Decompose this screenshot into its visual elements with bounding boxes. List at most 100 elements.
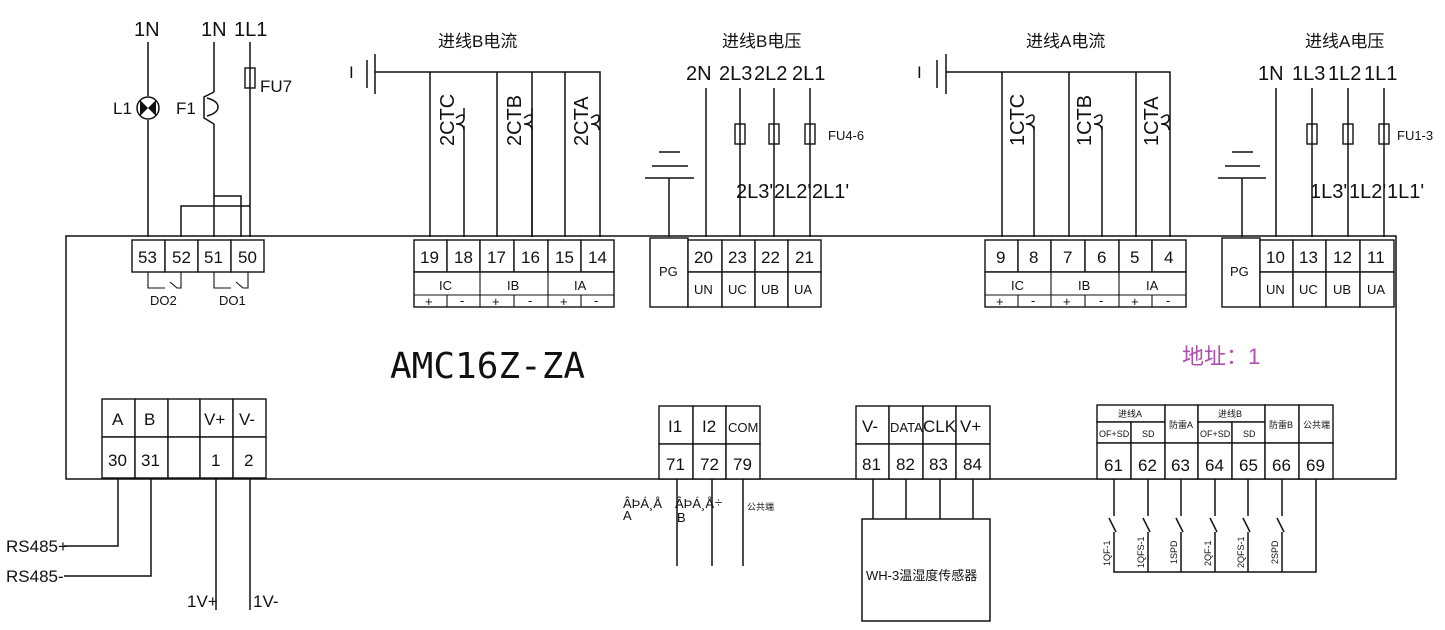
terminal-64: 64 [1205,456,1224,475]
ct-2ctc-label: 2CTC [437,94,459,146]
polarity-label: - [1099,293,1103,308]
bus-clk-label: CLK [923,417,957,436]
terminal-11: 11 [1367,248,1385,267]
terminal-7: 7 [1063,248,1072,267]
polarity-label: + [1131,294,1139,309]
comm-section: A B V+ V- 30 31 1 2 RS485+ RS485- 1V+ 1V… [6,398,279,611]
input-1n-label: 1N [1258,63,1284,85]
signal-ub-label: UB [761,282,779,297]
f1-label: F1 [176,99,196,118]
pg-b-label: PG [659,264,678,279]
model-label: AMC16Z-ZA [390,346,585,387]
terminal-19: 19 [420,248,439,267]
terminal-61: 61 [1104,456,1123,475]
pg-a-label: PG [1230,264,1249,279]
a-voltage-terminal-block: PG 10 13 12 11 UN UC UB UA [1221,237,1395,308]
lamp-l1-label: L1 [113,99,132,118]
signal-ua-label: UA [1367,282,1385,297]
polarity-label: + [560,294,568,309]
input-2l2-label: 2L2 [754,63,787,85]
terminal-51: 51 [204,248,223,267]
bus-data-label: DATA [890,420,923,435]
comm-b-label: B [144,410,155,429]
polarity-label: + [492,294,500,309]
f1-breaker-icon [203,91,215,125]
phase-ib-label: IB [507,278,519,293]
incoming-b-voltage-section: 进线B电压 2N 2L3 2L2 2L1 FU4-6 2L3' 2L2' 2L1… [645,32,864,308]
ct-2ctb-icon [523,108,533,131]
after-fuse-1l3-label: 1L3' [1310,181,1347,203]
terminal-14: 14 [588,248,607,267]
b-current-terminal-block: 19 18 17 16 15 14 IC IB IA + - + - + - [413,239,615,309]
polarity-label: - [1166,293,1170,308]
polarity-label: - [594,293,598,308]
signal-ua-label: UA [794,282,812,297]
group-incoming-b-label: 进线B [1218,408,1242,419]
after-fuse-2l1-label: 2L1' [812,181,849,203]
polarity-label: - [460,293,464,308]
sub-sd-b-label: SD [1243,429,1256,439]
do2-label: DO2 [150,293,177,308]
incoming-a-current-title: 进线A电流 [1026,32,1105,51]
b-voltage-terminal-block: PG 20 23 22 21 UN UC UB UA [649,237,822,308]
signal-un-label: UN [694,282,713,297]
input-1l2-label: 1L2 [1328,63,1361,85]
terminal-22: 22 [761,248,780,267]
signal-ub-label: UB [1333,282,1351,297]
terminal-17: 17 [487,248,506,267]
fu4-6-label: FU4-6 [828,128,864,143]
terminal-12: 12 [1333,248,1352,267]
terminal-15: 15 [555,248,574,267]
1v-minus-label: 1V- [253,592,279,611]
ct-1ctc-icon [1025,114,1035,131]
terminal-10: 10 [1266,248,1285,267]
fu7-label: FU7 [260,77,292,96]
do1-label: DO1 [219,293,246,308]
signal-uc-label: UC [728,282,747,297]
bus-vminus-label: V- [862,417,878,436]
b-current-ground-label: I [349,63,354,82]
terminal-8: 8 [1029,248,1038,267]
do-terminal-block: 53 52 51 50 DO2 DO1 [131,239,265,308]
input-2l1-label: 2L1 [792,63,825,85]
terminal-81: 81 [862,455,881,474]
fu1-3-label: FU1-3 [1397,128,1433,143]
terminal-69: 69 [1306,456,1325,475]
sub-of-sd-a-label: OF+SD [1099,429,1130,439]
polarity-label: - [528,293,532,308]
terminal-23: 23 [728,248,747,267]
terminal-65: 65 [1239,456,1258,475]
terminal-21: 21 [795,248,814,267]
terminal-71: 71 [666,455,685,474]
fu7-line-label: 1L1 [234,19,267,41]
terminal-84: 84 [963,455,982,474]
input-1l1-label: 1L1 [1364,63,1397,85]
ct-1ctc-label: 1CTC [1007,94,1029,146]
terminal-83: 83 [929,455,948,474]
terminal-79: 79 [733,455,752,474]
terminal-62: 62 [1138,456,1157,475]
terminal-30: 30 [108,451,127,470]
switch-1qf-1-label: 1QF-1 [1102,540,1112,566]
group-common-label: 公共端 [1303,419,1330,430]
switch-2spd-label: 2SPD [1270,540,1280,564]
garbled-label-a: ÂÞÁ¸Å [623,496,662,511]
f1-neutral-label: 1N [201,19,227,41]
switch-2qfs-1-label: 2QFS-1 [1236,536,1246,568]
group-lightning-b-label: 防雷B [1269,419,1293,430]
polarity-label: - [1031,293,1035,308]
terminal-53: 53 [138,248,157,267]
terminal-6: 6 [1097,248,1106,267]
incoming-a-current-section: 进线A电流 I 1CTC 1CTB 1CTA [917,32,1187,309]
common-terminal-label: 公共端 [747,501,774,512]
polarity-label: + [425,294,433,309]
terminal-18: 18 [454,248,473,267]
terminal-66: 66 [1272,456,1291,475]
status-input-section: 进线A 防雷A 进线B 防雷B 公共端 OF+SD SD OF+SD SD 61… [1096,404,1334,573]
terminal-20: 20 [694,248,713,267]
terminal-5: 5 [1130,248,1139,267]
terminal-52: 52 [172,248,191,267]
group-incoming-a-label: 进线A [1118,408,1142,419]
terminal-72: 72 [700,455,719,474]
phase-ib-label: IB [1078,278,1090,293]
